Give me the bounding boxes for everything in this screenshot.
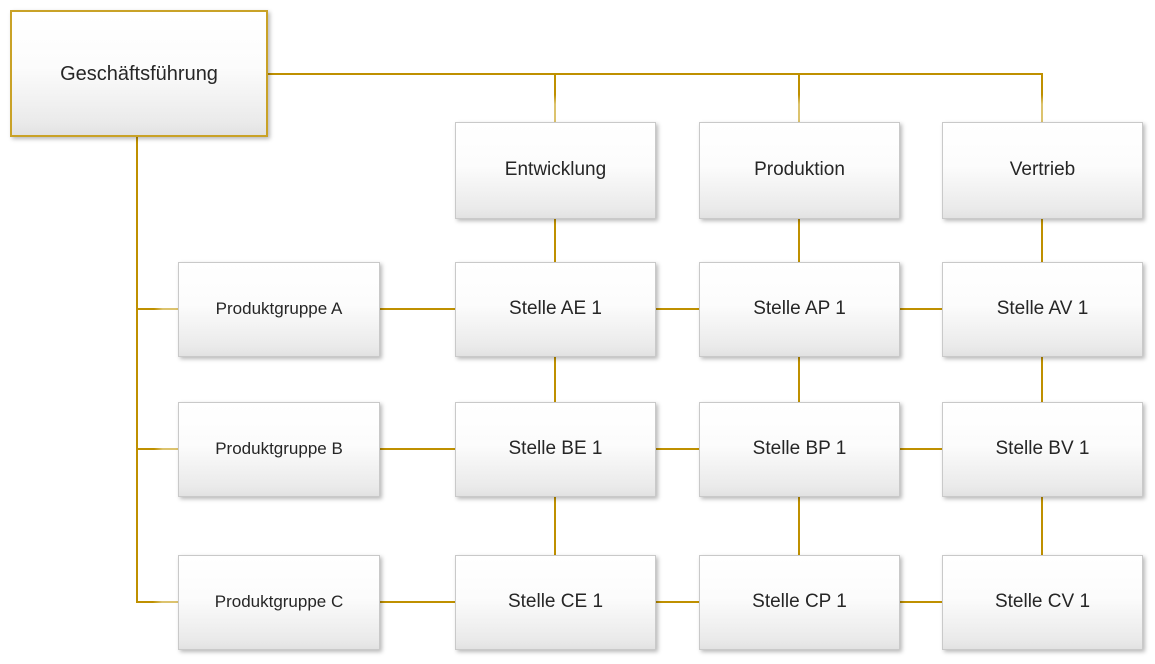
connector-branch-row-c	[136, 601, 178, 603]
matrix-cell-stelle-be1-label: Stelle BE 1	[508, 438, 603, 460]
matrix-cell-stelle-bp1-label: Stelle BP 1	[752, 438, 847, 460]
connector-col1-header-rowa	[554, 219, 556, 262]
connector-col1-rowb-rowc	[554, 497, 556, 555]
matrix-cell-stelle-ap1-label: Stelle AP 1	[753, 298, 846, 320]
connector-rowb-cell1-cell2	[656, 448, 699, 450]
matrix-cell-stelle-bv1: Stelle BV 1	[942, 402, 1143, 497]
matrix-cell-stelle-av1-label: Stelle AV 1	[996, 298, 1089, 320]
matrix-cell-stelle-ce1-label: Stelle CE 1	[507, 591, 604, 613]
connector-col3-rowb-rowc	[1041, 497, 1043, 555]
connector-rowc-cell2-cell3	[900, 601, 942, 603]
matrix-cell-stelle-av1: Stelle AV 1	[942, 262, 1143, 357]
org-box-produktion-label: Produktion	[754, 159, 845, 181]
connector-col2-rowb-rowc	[798, 497, 800, 555]
row-label-produktgruppe-c: Produktgruppe C	[178, 555, 380, 650]
connector-top-horizontal	[268, 73, 1043, 75]
matrix-cell-stelle-ce1: Stelle CE 1	[455, 555, 656, 650]
connector-branch-row-a	[138, 308, 178, 310]
matrix-cell-stelle-bv1-label: Stelle BV 1	[995, 438, 1090, 460]
connector-col2-header-rowa	[798, 219, 800, 262]
org-box-geschaeftsfuehrung-label: Geschäftsführung	[60, 62, 218, 85]
matrix-cell-stelle-cp1: Stelle CP 1	[699, 555, 900, 650]
org-box-vertrieb-label: Vertrieb	[1009, 159, 1076, 181]
connector-rowb-cell2-cell3	[900, 448, 942, 450]
connector-branch-row-b	[138, 448, 178, 450]
org-box-vertrieb: Vertrieb	[942, 122, 1143, 219]
matrix-cell-stelle-bp1: Stelle BP 1	[699, 402, 900, 497]
row-label-produktgruppe-a: Produktgruppe A	[178, 262, 380, 357]
matrix-cell-stelle-be1: Stelle BE 1	[455, 402, 656, 497]
org-box-entwicklung-label: Entwicklung	[504, 159, 607, 181]
matrix-cell-stelle-cv1-label: Stelle CV 1	[994, 591, 1091, 613]
connector-rowa-cell1-cell2	[656, 308, 699, 310]
connector-rowa-label-cell1	[380, 308, 455, 310]
connector-drop-vertrieb	[1041, 75, 1043, 122]
row-label-produktgruppe-c-text: Produktgruppe C	[214, 592, 344, 612]
matrix-cell-stelle-ap1: Stelle AP 1	[699, 262, 900, 357]
connector-rowb-label-cell1	[380, 448, 455, 450]
org-box-geschaeftsfuehrung: Geschäftsführung	[10, 10, 268, 137]
connector-drop-produktion	[798, 75, 800, 122]
connector-col2-rowa-rowb	[798, 357, 800, 402]
matrix-cell-stelle-cv1: Stelle CV 1	[942, 555, 1143, 650]
connector-left-trunk	[136, 137, 138, 603]
connector-rowc-label-cell1	[380, 601, 455, 603]
org-box-entwicklung: Entwicklung	[455, 122, 656, 219]
row-label-produktgruppe-b-text: Produktgruppe B	[215, 439, 343, 459]
connector-rowc-cell1-cell2	[656, 601, 699, 603]
matrix-cell-stelle-ae1-label: Stelle AE 1	[509, 298, 602, 320]
connector-drop-entwicklung	[554, 75, 556, 122]
row-label-produktgruppe-a-text: Produktgruppe A	[215, 299, 343, 319]
connector-rowa-cell2-cell3	[900, 308, 942, 310]
connector-col1-rowa-rowb	[554, 357, 556, 402]
connector-col3-rowa-rowb	[1041, 357, 1043, 402]
org-box-produktion: Produktion	[699, 122, 900, 219]
row-label-produktgruppe-b: Produktgruppe B	[178, 402, 380, 497]
matrix-cell-stelle-ae1: Stelle AE 1	[455, 262, 656, 357]
connector-col3-header-rowa	[1041, 219, 1043, 262]
matrix-cell-stelle-cp1-label: Stelle CP 1	[752, 591, 847, 613]
